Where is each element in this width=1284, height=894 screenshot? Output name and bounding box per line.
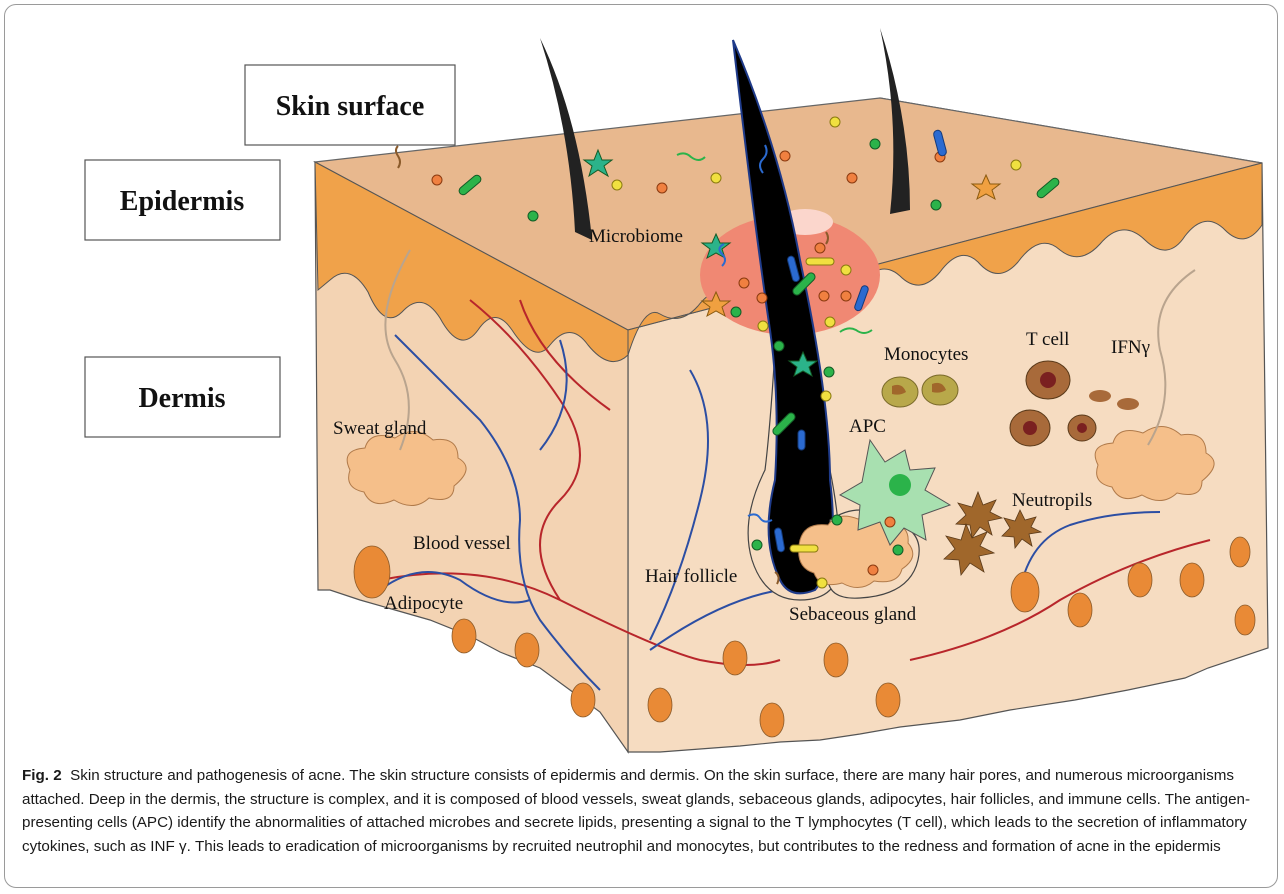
adipocyte-cell <box>515 633 539 667</box>
microbe-coccus <box>739 278 749 288</box>
microbe-coccus <box>731 307 741 317</box>
adipocyte-cell <box>571 683 595 717</box>
microbe-coccus <box>612 180 622 190</box>
microbe-rod <box>790 545 818 552</box>
microbe-coccus <box>825 317 835 327</box>
ifn-gamma <box>1117 398 1139 410</box>
microbe-coccus <box>815 243 825 253</box>
adipocyte-cell <box>876 683 900 717</box>
microbe-coccus <box>841 291 851 301</box>
adipocyte-cell <box>1180 563 1204 597</box>
adipocyte-cell <box>1011 572 1039 612</box>
microbe-coccus <box>885 517 895 527</box>
adipocyte-cell <box>1230 537 1250 567</box>
adipocyte-cell <box>452 619 476 653</box>
skin-surface-label: Skin surface <box>276 91 425 122</box>
neutropils-label: Neutropils <box>1012 490 1092 511</box>
monocytes-label: Monocytes <box>884 344 968 365</box>
t-cell-nucleus <box>1077 423 1087 433</box>
ifn-gamma <box>1089 390 1111 402</box>
sebaceous-gland-label: Sebaceous gland <box>789 604 917 625</box>
ifn-label: IFNγ <box>1111 337 1150 358</box>
t-cell-nucleus <box>1023 421 1037 435</box>
adipocyte-cell <box>648 688 672 722</box>
microbe-coccus <box>830 117 840 127</box>
adipocyte-cell <box>354 546 390 598</box>
microbe-coccus <box>780 151 790 161</box>
microbe-coccus <box>868 565 878 575</box>
blood-vessel-label: Blood vessel <box>413 533 511 554</box>
microbe-coccus <box>711 173 721 183</box>
t-cell-nucleus <box>1040 372 1056 388</box>
sweat-gland-label: Sweat gland <box>333 418 427 439</box>
microbe-coccus <box>819 291 829 301</box>
adipocyte-cell <box>723 641 747 675</box>
apc-label: APC <box>849 416 886 437</box>
apc-nucleus <box>889 474 911 496</box>
figure-number: Fig. 2 <box>22 767 62 784</box>
caption-text: Skin structure and pathogenesis of acne.… <box>22 767 1250 855</box>
dermis-label: Dermis <box>138 383 225 414</box>
microbe-coccus <box>870 139 880 149</box>
microbe-rod <box>806 258 834 265</box>
microbe-rod <box>798 430 805 450</box>
microbiome-label: Microbiome <box>589 226 683 247</box>
microbe-coccus <box>432 175 442 185</box>
microbe-coccus <box>821 391 831 401</box>
t-cell-label: T cell <box>1026 329 1069 350</box>
microbe-coccus <box>757 293 767 303</box>
microbe-coccus <box>893 545 903 555</box>
adipocyte-label: Adipocyte <box>384 593 463 614</box>
microbe-coccus <box>832 515 842 525</box>
microbe-coccus <box>758 321 768 331</box>
epidermis-label: Epidermis <box>120 186 245 217</box>
microbe-coccus <box>528 211 538 221</box>
adipocyte-cell <box>1128 563 1152 597</box>
figure-caption: Fig. 2 Skin structure and pathogenesis o… <box>22 764 1270 858</box>
microbe-coccus <box>847 173 857 183</box>
adipocyte-cell <box>760 703 784 737</box>
microbe-coccus <box>931 200 941 210</box>
microbe-coccus <box>824 367 834 377</box>
microbe-coccus <box>752 540 762 550</box>
microbe-coccus <box>1011 160 1021 170</box>
adipocyte-cell <box>1235 605 1255 635</box>
microbe-coccus <box>774 341 784 351</box>
microbe-coccus <box>841 265 851 275</box>
adipocyte-cell <box>824 643 848 677</box>
microbe-coccus <box>817 578 827 588</box>
adipocyte-cell <box>1068 593 1092 627</box>
hair-follicle-label: Hair follicle <box>645 566 737 587</box>
microbe-coccus <box>657 183 667 193</box>
skin-diagram: Skin surface Epidermis Dermis Microbiome… <box>0 0 1284 760</box>
